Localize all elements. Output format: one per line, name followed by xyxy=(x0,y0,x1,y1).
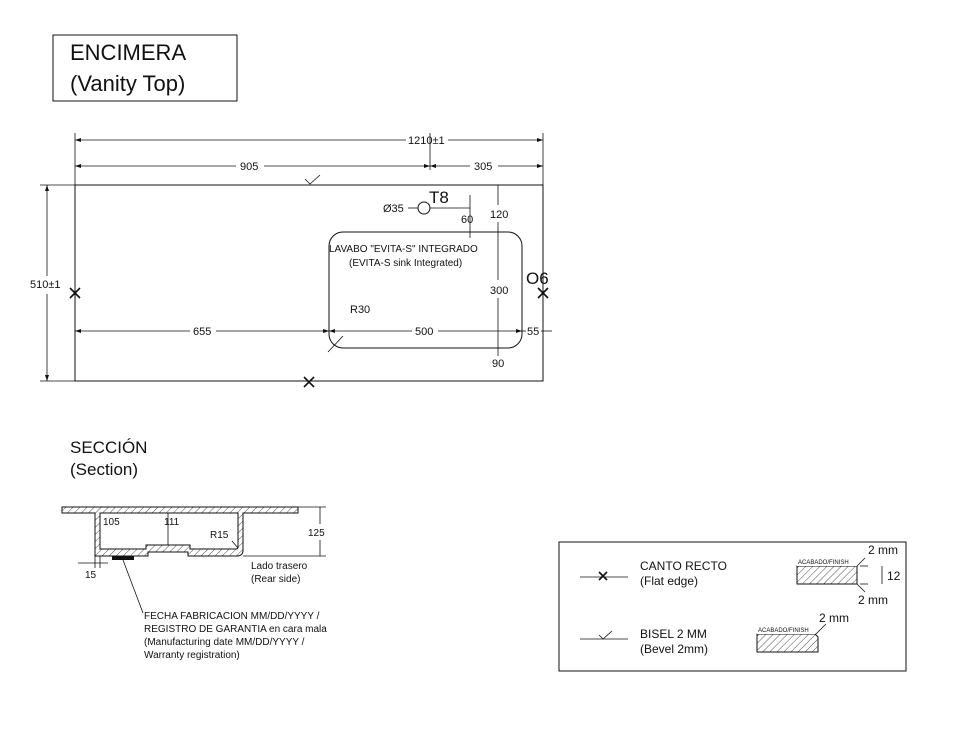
dim-overall-width: 1210±1 xyxy=(408,135,445,147)
dim-section-111: 111 xyxy=(164,517,180,528)
legend-dim-2mm-bevel: 2 mm xyxy=(819,611,849,625)
section-title-es: SECCIÓN xyxy=(70,438,147,457)
dim-right-width: 305 xyxy=(474,161,492,173)
dim-depth: 510±1 xyxy=(30,279,61,291)
dim-section-r15: R15 xyxy=(210,530,229,541)
dim-sink-left-offset: 655 xyxy=(193,326,211,338)
legend-bevel-en: (Bevel 2mm) xyxy=(640,642,708,656)
section-profile xyxy=(61,506,299,557)
hole-tag: T8 xyxy=(429,188,449,207)
section-title-en: (Section) xyxy=(70,460,138,479)
dim-section-105: 105 xyxy=(103,517,120,528)
finish-label-1: ACABADO/FINISH xyxy=(798,560,849,566)
finish-label-bg-2 xyxy=(757,627,815,634)
dim-sink-height: 300 xyxy=(490,285,508,297)
sink-outline xyxy=(328,231,523,349)
sink-label-es: LAVABO "EVITA-S" INTEGRADO xyxy=(329,244,478,255)
legend-flat-en: (Flat edge) xyxy=(640,574,698,588)
section-view: SECCIÓN (Section) 105 111 R15 125 15 Lad… xyxy=(61,438,327,661)
rear-side-en: (Rear side) xyxy=(251,574,300,585)
title-block: ENCIMERA (Vanity Top) xyxy=(52,34,238,102)
x-mark-icon xyxy=(598,571,608,581)
check-mark-icon xyxy=(304,174,321,185)
dim-sink-top-offset: 120 xyxy=(490,209,508,221)
legend-dim-2mm-top: 2 mm xyxy=(868,543,898,557)
legend-dim-2mm-bottom: 2 mm xyxy=(858,593,888,607)
finish-label-bg-1 xyxy=(797,559,857,566)
dim-hole-diameter: Ø35 xyxy=(383,203,404,215)
leader-2mm-top xyxy=(856,557,866,567)
note-line-2: REGISTRO DE GARANTIA en cara mala xyxy=(144,624,327,635)
dim-section-15: 15 xyxy=(85,570,97,581)
dim-sink-right-offset: 55 xyxy=(527,326,539,338)
title-en: (Vanity Top) xyxy=(70,71,185,96)
check-mark-icon xyxy=(598,630,613,640)
legend-flat-es: CANTO RECTO xyxy=(640,559,727,573)
dim-left-width: 905 xyxy=(240,161,258,173)
rear-side-es: Lado trasero xyxy=(251,561,308,572)
dim-sink-width: 500 xyxy=(415,326,433,338)
leader-radius xyxy=(327,335,344,353)
title-box xyxy=(52,34,238,102)
manufacture-label-strip xyxy=(112,556,134,560)
dim-hole-offset: 60 xyxy=(461,214,473,226)
finish-label-2: ACABADO/FINISH xyxy=(758,628,809,634)
dim-sink-bottom-offset: 90 xyxy=(492,358,504,370)
note-line-4: Warranty registration) xyxy=(144,650,240,661)
sink-label-en: (EVITA-S sink Integrated) xyxy=(349,258,462,269)
x-mark-icon xyxy=(303,376,315,388)
x-mark-icon xyxy=(537,287,549,299)
leader-2mm-bevel xyxy=(815,623,827,635)
plan-view: 1210±1 905 305 510±1 Ø35 T8 60 xyxy=(30,133,552,388)
right-tag: O6 xyxy=(526,269,549,288)
legend-box: CANTO RECTO (Flat edge) ACABADO/FINISH 2… xyxy=(558,541,907,672)
note-line-1: FECHA FABRICACION MM/DD/YYYY / xyxy=(144,611,320,622)
dim-sink-radius: R30 xyxy=(350,304,370,316)
flat-edge-sample xyxy=(796,565,858,585)
note-line-3: (Manufacturing date MM/DD/YYYY / xyxy=(144,637,305,648)
legend-bevel-es: BISEL 2 MM xyxy=(640,627,707,641)
leader-r15 xyxy=(231,540,239,549)
legend-dim-12: 12 xyxy=(887,569,901,583)
dim-section-125: 125 xyxy=(308,528,325,539)
legend-border xyxy=(558,541,907,672)
leader-2mm-bottom xyxy=(856,583,866,593)
bevel-edge-sample xyxy=(756,633,819,653)
x-mark-icon xyxy=(69,287,81,299)
leader-note xyxy=(122,559,144,614)
title-es: ENCIMERA xyxy=(70,40,186,65)
